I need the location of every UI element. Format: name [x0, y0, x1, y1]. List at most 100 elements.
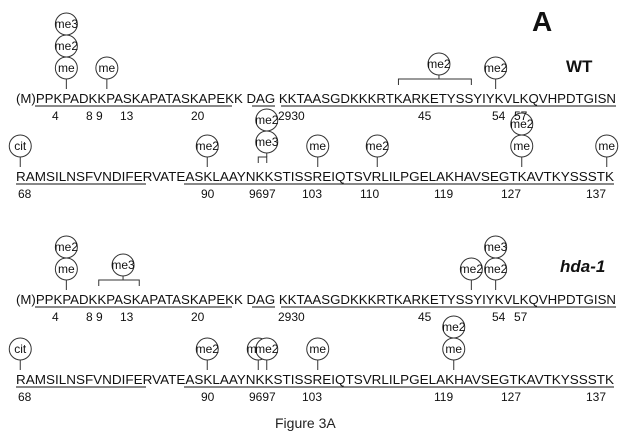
modification-site: me: [306, 134, 330, 167]
residue-number: 8: [86, 109, 93, 123]
modification-circle: [255, 108, 279, 132]
residue-numbers-line-2: 68 90 9697 103 110 119 127 137: [18, 187, 606, 201]
modification-label: cit: [14, 139, 27, 153]
modification-circle: [427, 52, 451, 76]
modification-site: me: [306, 337, 330, 370]
residue-number: 137: [586, 187, 606, 201]
residue-number: 20: [191, 109, 205, 123]
residue-number: 2930: [278, 109, 305, 123]
residue-number: 2930: [278, 310, 305, 324]
residue-numbers-line-1: 4 8 9 13 20 2930 45 54 57: [52, 109, 528, 123]
modification-label: me2: [484, 262, 508, 276]
residue-number: 20: [191, 310, 205, 324]
residue-number: 68: [18, 390, 32, 404]
modification-site: me me2: [54, 235, 79, 290]
modification-label: me2: [255, 342, 279, 356]
modification-site: me3 me2: [255, 108, 279, 163]
modification-circle: [484, 56, 508, 80]
modification-label: me2: [442, 320, 466, 334]
modification-circle: [195, 337, 219, 361]
modification-circle: [442, 315, 466, 339]
figure-caption: Figure 3A: [275, 415, 336, 431]
residue-number: 57: [514, 310, 528, 324]
modification-circle: [8, 337, 32, 361]
residue-number: 4: [52, 109, 59, 123]
modification-site: me2: [397, 52, 472, 85]
site-bracket: [257, 156, 268, 163]
modification-site: me: [95, 56, 119, 89]
modification-label: me: [513, 139, 530, 153]
modification-label: me2: [55, 240, 79, 254]
sequence-line-1: (M)PPKPADKKPASKAPATASKAPEKK DAG KKTAASGD…: [16, 292, 616, 307]
underline-group: [16, 306, 616, 388]
modification-label: cit: [14, 342, 27, 356]
modification-label: me: [309, 342, 326, 356]
residue-number: 13: [120, 310, 134, 324]
modification-circle: [255, 337, 279, 361]
residue-number: 103: [302, 187, 322, 201]
modification-label: me3: [55, 17, 79, 31]
modification-label: me: [598, 139, 615, 153]
sequence-line-2: RAMSILNSFVNDIFERVATEASKLAAYNKKSTISSREIQT…: [16, 169, 614, 184]
modification-circle: [510, 112, 534, 136]
modification-site: me2: [195, 134, 220, 167]
site-bracket: [98, 279, 140, 286]
modification-label: me2: [55, 39, 79, 53]
modification-site: cit: [8, 337, 32, 370]
residue-number: 45: [418, 310, 432, 324]
site-bracket: [397, 78, 472, 85]
modification-label: me2: [484, 61, 508, 75]
residue-number: 57: [514, 109, 528, 123]
modification-group: meme2me3me2me2me3citme2me2me2mememe2: [8, 235, 508, 370]
modification-label: me3: [484, 240, 508, 254]
modification-label: me: [58, 262, 75, 276]
residue-number: 119: [434, 390, 453, 404]
modification-site: cit: [8, 134, 32, 167]
modification-circle: [195, 134, 219, 158]
sequence-line-2: RAMSILNSFVNDIFERVATEASKLAAYNKKSTISSREIQT…: [16, 372, 614, 387]
residue-number: 9697: [249, 187, 276, 201]
panel-hda1: (M)PPKPADKKPASKAPATASKAPEKK DAG KKTAASGD…: [8, 235, 616, 404]
modification-circle: [54, 12, 78, 36]
modification-label: me2: [255, 113, 279, 127]
modification-label: me2: [196, 342, 220, 356]
modification-site: me2: [366, 134, 390, 167]
modification-site: me2 me3: [484, 235, 508, 290]
residue-number: 103: [302, 390, 322, 404]
modification-site: me3: [98, 253, 140, 286]
residue-number: 137: [586, 390, 606, 404]
residue-number: 54: [492, 109, 506, 123]
panel-wt: (M)PPKPADKKPASKAPATASKAPEKK DAG KKTAASGD…: [8, 12, 619, 201]
panel-letter: A: [532, 6, 552, 37]
modification-circle: [54, 235, 78, 259]
modification-site: me me2 me3: [54, 12, 79, 89]
modification-label: me3: [255, 135, 279, 149]
modification-label: me: [58, 61, 75, 75]
modification-site: me2: [460, 257, 484, 290]
residue-number: 68: [18, 187, 32, 201]
residue-number: 9697: [249, 390, 276, 404]
residue-number: 45: [418, 109, 432, 123]
condition-label-hda1: hda-1: [560, 257, 605, 276]
modification-circle: [484, 235, 508, 259]
residue-number: 119: [434, 187, 453, 201]
modification-label: me: [99, 61, 116, 75]
condition-label-wt: WT: [566, 57, 593, 76]
residue-number: 54: [492, 310, 506, 324]
modification-site: me: [595, 134, 619, 167]
modification-circle: [8, 134, 32, 158]
modification-label: me2: [427, 57, 451, 71]
modification-circle: [111, 253, 135, 277]
modification-label: me2: [460, 262, 484, 276]
modification-label: me2: [366, 139, 390, 153]
modification-circle: [306, 337, 330, 361]
modification-circle: [95, 56, 119, 80]
modification-label: me2: [196, 139, 220, 153]
modification-site: me2: [484, 56, 508, 89]
residue-number: 90: [201, 187, 215, 201]
